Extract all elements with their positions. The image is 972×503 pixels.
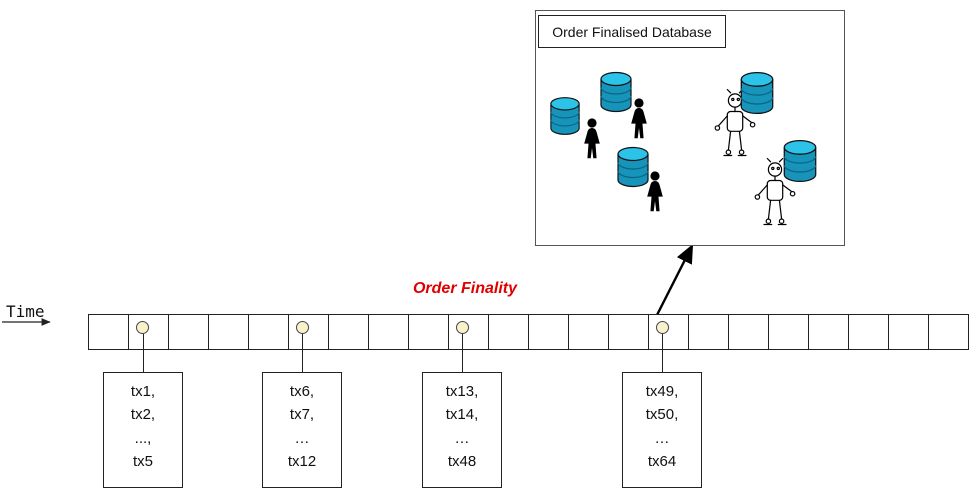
- tx-line: …: [294, 429, 310, 447]
- tx-line: tx48: [447, 452, 477, 470]
- timeline-cell: [209, 315, 249, 349]
- database-icon: [782, 139, 818, 183]
- tx-line: tx49,: [645, 383, 679, 400]
- tx-block-4: tx49, tx50, … tx64: [622, 372, 702, 488]
- tx-line: tx2,: [130, 406, 156, 424]
- tx-line: …: [654, 429, 670, 447]
- finality-to-database-arrow: [655, 243, 694, 316]
- timeline-cell: [529, 315, 569, 349]
- person-icon: [628, 96, 650, 142]
- order-finality-label: Order Finality: [412, 280, 518, 297]
- timeline-cell: [409, 315, 449, 349]
- tx-line: tx7,: [289, 406, 315, 424]
- person-icon: [581, 116, 603, 162]
- tx-block-2: tx6, tx7, … tx12: [262, 372, 342, 488]
- timeline-cell: [809, 315, 849, 349]
- block-marker: [456, 321, 469, 334]
- block-marker: [296, 321, 309, 334]
- tx-line: …: [454, 429, 470, 447]
- tx-line: tx50,: [645, 406, 679, 424]
- timeline-cell: [369, 315, 409, 349]
- database-panel-title: Order Finalised Database: [538, 15, 726, 48]
- timeline-cell: [729, 315, 769, 349]
- person-icon: [644, 169, 666, 215]
- tx-line: tx13,: [445, 383, 479, 400]
- timeline-cell: [929, 315, 968, 349]
- timeline-cell: [569, 315, 609, 349]
- timeline-cell: [609, 315, 649, 349]
- database-icon: [739, 71, 775, 115]
- timeline-cell: [849, 315, 889, 349]
- tx-block-3: tx13, tx14, … tx48: [422, 372, 502, 488]
- tx-line: tx6,: [289, 383, 315, 400]
- timeline-cell: [329, 315, 369, 349]
- block-connector-line: [143, 334, 144, 372]
- block-marker: [656, 321, 669, 334]
- tx-line: tx64: [647, 452, 677, 470]
- block-connector-line: [462, 334, 463, 372]
- tx-line: tx12: [287, 452, 317, 470]
- timeline-cell: [249, 315, 289, 349]
- time-label: Time: [6, 302, 45, 321]
- tx-line: tx14,: [445, 406, 479, 424]
- tx-line: tx1,: [130, 383, 156, 400]
- timeline-cell: [289, 315, 329, 349]
- timeline-cell: [449, 315, 489, 349]
- timeline-cell: [889, 315, 929, 349]
- tx-block-1: tx1, tx2, ..., tx5: [103, 372, 183, 488]
- tx-line: tx5: [132, 452, 153, 470]
- timeline-strip: [88, 314, 969, 350]
- timeline-cell: [649, 315, 689, 349]
- timeline-cell: [129, 315, 169, 349]
- block-connector-line: [662, 334, 663, 372]
- block-connector-line: [302, 334, 303, 372]
- block-marker: [136, 321, 149, 334]
- timeline-cell: [169, 315, 209, 349]
- database-icon: [549, 96, 581, 136]
- timeline-cell: [489, 315, 529, 349]
- tx-line: ...,: [134, 429, 152, 447]
- timeline-cell: [769, 315, 809, 349]
- timeline-cell: [689, 315, 729, 349]
- timeline-cell: [89, 315, 129, 349]
- order-finalised-database-panel: Order Finalised Database: [535, 10, 845, 246]
